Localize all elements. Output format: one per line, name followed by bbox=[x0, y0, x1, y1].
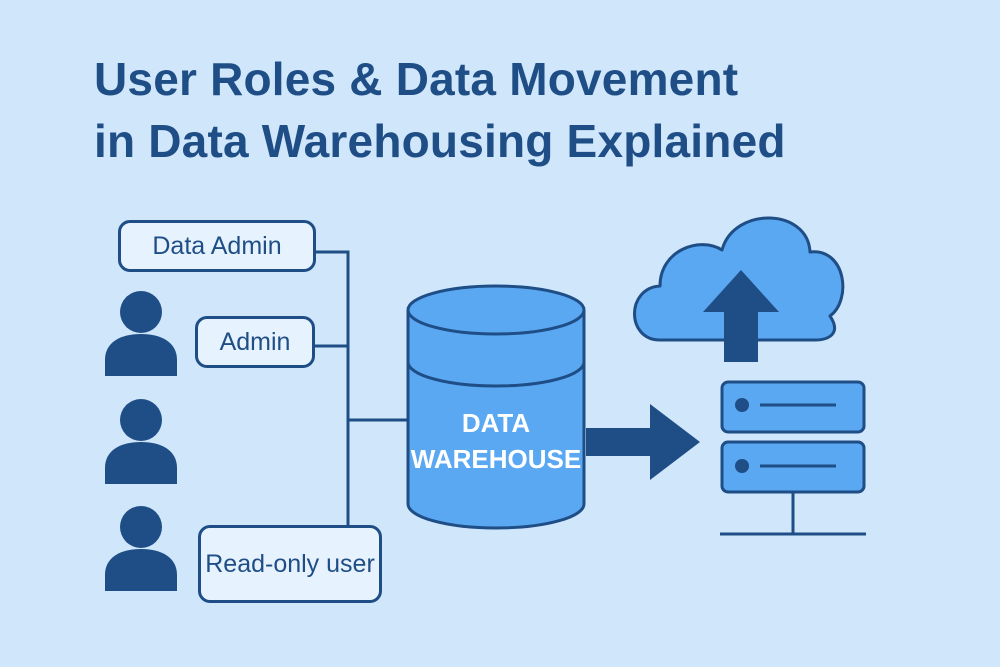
warehouse-label-line-1: DATA bbox=[461, 408, 531, 438]
server-icon bbox=[720, 380, 866, 536]
user-icon bbox=[105, 506, 177, 591]
role-label-read-only-user: Read-only user bbox=[205, 550, 375, 578]
user-icon bbox=[105, 291, 177, 376]
role-label-data-admin: Data Admin bbox=[152, 232, 282, 260]
warehouse-label: DATA WAREHOUSE bbox=[404, 405, 588, 477]
page-title: User Roles & Data Movement in Data Wareh… bbox=[94, 48, 974, 172]
warehouse-label-line-2: WAREHOUSE bbox=[410, 444, 582, 474]
title-line-2: in Data Warehousing Explained bbox=[94, 115, 786, 167]
user-icon bbox=[105, 399, 177, 484]
role-box-admin: Admin bbox=[195, 316, 315, 368]
arrow-right-icon bbox=[586, 404, 700, 480]
title-line-1: User Roles & Data Movement bbox=[94, 53, 739, 105]
connector-trunk bbox=[316, 250, 350, 540]
cloud-upload-icon bbox=[633, 216, 845, 362]
role-connectors bbox=[315, 250, 408, 542]
role-label-admin: Admin bbox=[219, 328, 291, 356]
database-icon bbox=[406, 284, 586, 530]
role-box-read-only-user: Read-only user bbox=[198, 525, 382, 603]
role-box-data-admin: Data Admin bbox=[118, 220, 316, 272]
